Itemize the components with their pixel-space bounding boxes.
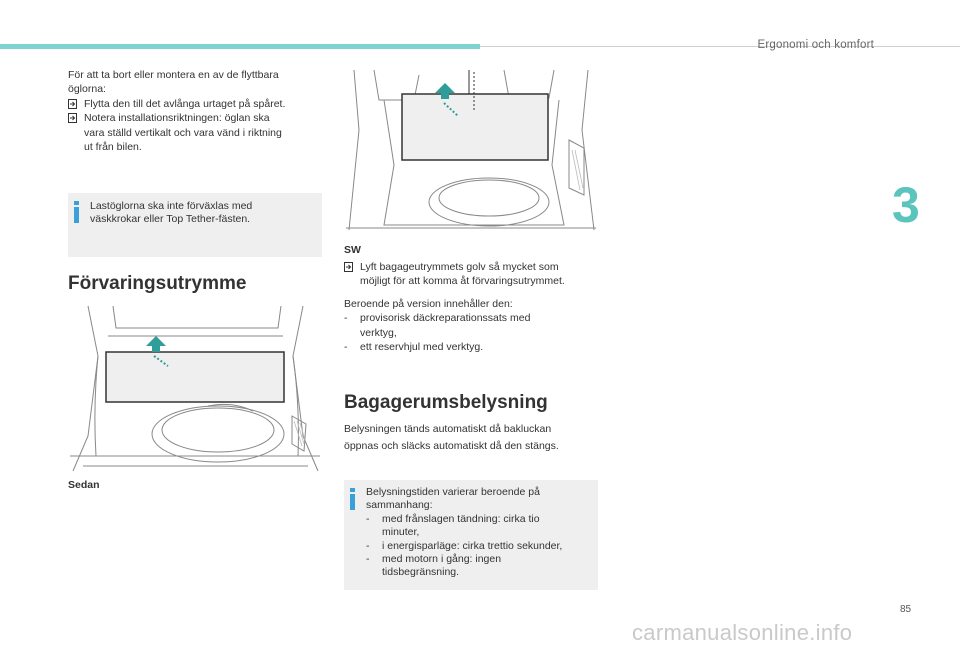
version-item-text: provisorisk däckreparationssats med xyxy=(360,312,531,325)
version-item: - provisorisk däckreparationssats med ve… xyxy=(344,311,606,340)
arrow-bullet-icon xyxy=(344,260,353,276)
lift-arrow-icon xyxy=(435,83,459,117)
page-number: 85 xyxy=(900,604,912,615)
sw-bullet-text: möjligt för att komma åt förvaringsutrym… xyxy=(360,275,565,288)
info-item: - i energisparläge: cirka trettio sekund… xyxy=(366,540,596,553)
info-item-text: med frånslagen tändning: cirka tio xyxy=(382,512,540,525)
sw-trunk-illustration xyxy=(346,70,596,231)
header-accent-bar xyxy=(0,44,480,49)
info-item-text: i energisparläge: cirka trettio sekunder… xyxy=(382,539,563,552)
intro-line: öglorna: xyxy=(68,83,106,96)
intro-bullet: Flytta den till det avlånga urtaget på s… xyxy=(68,97,330,111)
info-line: sammanhang: xyxy=(366,499,433,512)
version-item: - ett reservhjul med verktyg. xyxy=(344,340,606,354)
version-item-text: verktyg, xyxy=(360,326,397,339)
version-paragraph: Beroende på version innehåller den: - pr… xyxy=(344,297,606,355)
lighting-heading: Bagagerumsbelysning xyxy=(344,392,548,413)
sw-caption: SW xyxy=(344,244,361,256)
intro-bullet-text: ut från bilen. xyxy=(84,141,142,154)
intro-bullet-text: Flytta den till det avlånga urtaget på s… xyxy=(84,97,286,110)
info-text: Belysningstiden varierar beroende på sam… xyxy=(366,486,596,580)
info-item-text: tidsbegränsning. xyxy=(382,566,460,579)
dash-marker: - xyxy=(366,512,370,525)
arrow-bullet-icon xyxy=(68,97,77,113)
info-icon xyxy=(350,488,356,510)
header-rule xyxy=(480,46,960,47)
info-item-text: minuter, xyxy=(382,526,420,539)
info-box-lighting: Belysningstiden varierar beroende på sam… xyxy=(344,480,598,590)
info-line: väskkrokar eller Top Tether-fästen. xyxy=(90,213,251,226)
info-item: - med frånslagen tändning: cirka tio min… xyxy=(366,513,596,540)
version-item-text: ett reservhjul med verktyg. xyxy=(360,341,484,354)
info-line: Belysningstiden varierar beroende på xyxy=(366,486,540,498)
intro-bullet-text: vara ställd vertikalt och vara vänd i ri… xyxy=(84,126,282,139)
dash-marker: - xyxy=(366,539,370,552)
intro-bullet: Notera installationsriktningen: öglan sk… xyxy=(68,111,330,154)
info-text: Lastöglorna ska inte förväxlas med väskk… xyxy=(90,200,318,227)
storage-heading: Förvaringsutrymme xyxy=(68,273,247,294)
dash-marker: - xyxy=(344,312,348,325)
intro-bullet-text: Notera installationsriktningen: öglan sk… xyxy=(84,112,270,125)
info-line: Lastöglorna ska inte förväxlas med xyxy=(90,200,253,212)
lighting-paragraph: Belysningen tänds automatiskt då bakluck… xyxy=(344,421,606,455)
arrow-bullet-icon xyxy=(68,111,77,127)
section-title: Ergonomi och komfort xyxy=(757,39,874,51)
dash-marker: - xyxy=(366,553,370,566)
intro-line: För att ta bort eller montera en av de f… xyxy=(68,69,279,81)
storage-floor-panel xyxy=(401,93,549,161)
lift-arrow-icon xyxy=(146,336,169,367)
chapter-number: 3 xyxy=(892,177,920,233)
info-item-text: med motorn i gång: ingen xyxy=(382,553,502,566)
lighting-line: Belysningen tänds automatiskt då bakluck… xyxy=(344,423,552,435)
sedan-caption: Sedan xyxy=(68,479,100,491)
intro-paragraph: För att ta bort eller montera en av de f… xyxy=(68,68,330,154)
lighting-line: öppnas och släcks automatiskt då den stä… xyxy=(344,440,559,452)
sw-bullet-text: Lyft bagageutrymmets golv så mycket som xyxy=(360,261,559,273)
info-box-lastoglor: Lastöglorna ska inte förväxlas med väskk… xyxy=(68,193,322,257)
sw-bullet: Lyft bagageutrymmets golv så mycket som … xyxy=(344,260,604,289)
watermark: carmanualsonline.info xyxy=(632,620,853,645)
sw-instruction: Lyft bagageutrymmets golv så mycket som … xyxy=(344,260,604,289)
storage-floor-panel xyxy=(105,351,285,403)
sedan-trunk-illustration xyxy=(70,306,320,472)
info-item: - med motorn i gång: ingen tidsbegränsni… xyxy=(366,553,596,580)
version-line: Beroende på version innehåller den: xyxy=(344,298,513,310)
info-icon xyxy=(74,201,80,223)
dash-marker: - xyxy=(344,341,348,354)
